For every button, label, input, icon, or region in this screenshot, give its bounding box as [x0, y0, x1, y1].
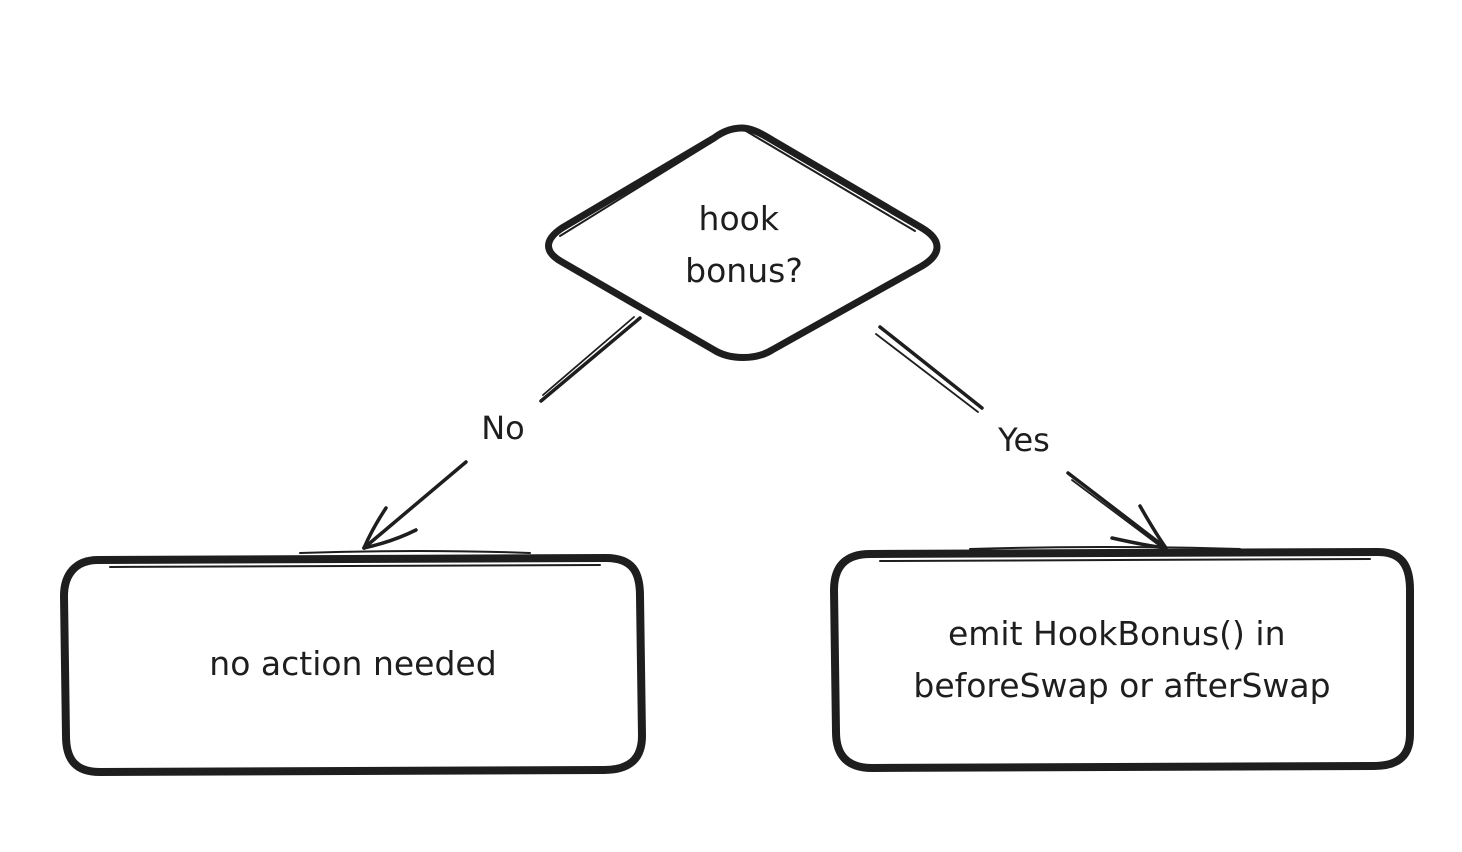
no-edge[interactable]: No — [362, 316, 642, 550]
emit-hookbonus-label-line-2: beforeSwap or afterSwap — [913, 666, 1330, 705]
emit-hookbonus-label-line-1: emit HookBonus() in — [948, 614, 1286, 653]
no-edge-label: No — [481, 409, 525, 447]
decision-label-line-2: bonus? — [685, 251, 803, 290]
emit-hookbonus-label: emit HookBonus() in beforeSwap or afterS… — [913, 614, 1330, 705]
decision-node[interactable]: hook bonus? — [545, 124, 941, 361]
yes-edge[interactable]: Yes — [875, 325, 1168, 550]
decision-label: hook bonus? — [685, 199, 803, 290]
no-action-node[interactable]: no action needed — [60, 550, 646, 776]
decision-label-line-1: hook — [699, 199, 780, 238]
yes-edge-label: Yes — [997, 421, 1050, 459]
no-action-label-line-1: no action needed — [209, 644, 496, 683]
emit-hookbonus-node[interactable]: emit HookBonus() in beforeSwap or afterS… — [830, 546, 1414, 772]
no-action-label: no action needed — [209, 644, 496, 683]
